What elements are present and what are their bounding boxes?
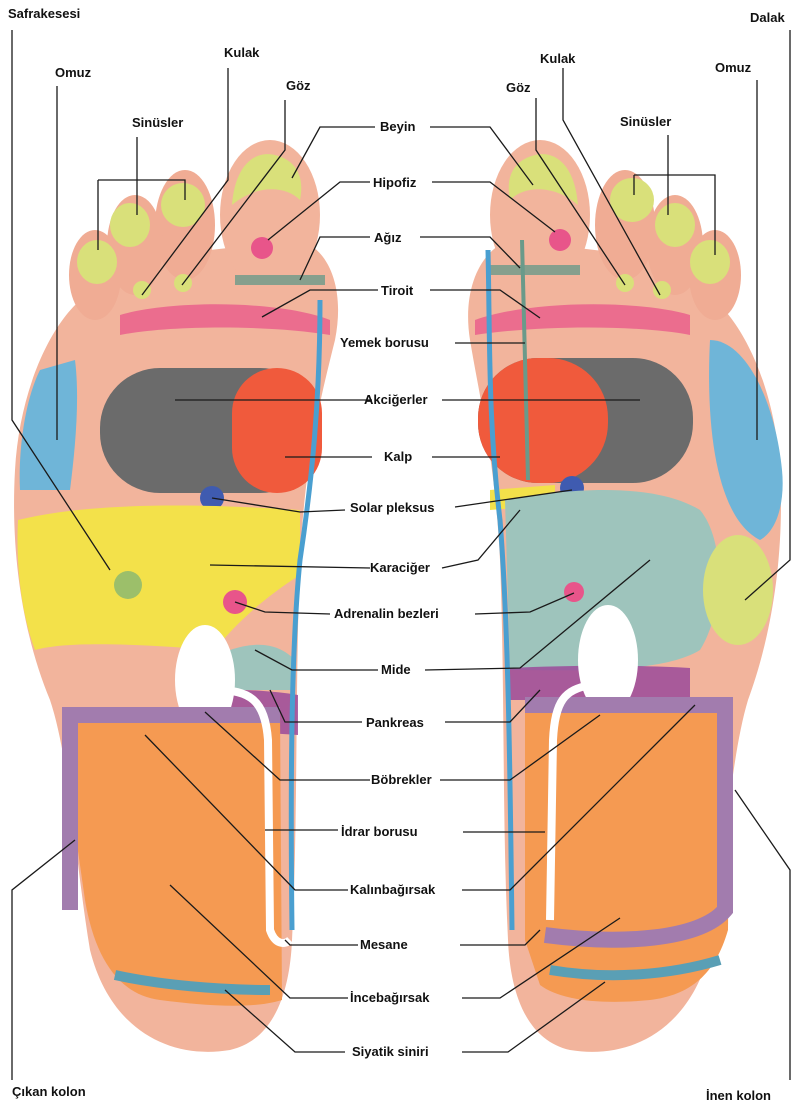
label-mide: Mide: [381, 662, 411, 677]
right-heart-zone: [478, 358, 608, 483]
right-foot: [468, 140, 783, 1052]
left-sinus-tip-3: [77, 240, 117, 284]
left-hipofiz-dot: [251, 237, 273, 259]
label-sinusler-left: Sinüsler: [132, 115, 183, 130]
label-karaciger: Karaciğer: [370, 560, 430, 575]
left-foot: [14, 140, 338, 1052]
left-gallbladder-dot: [114, 571, 142, 599]
left-sinus-tip-2: [110, 203, 150, 247]
label-kalinbagirsak: Kalınbağırsak: [350, 882, 436, 897]
label-idrar-borusu: İdrar borusu: [341, 824, 418, 839]
label-incebagirsak: İncebağırsak: [350, 990, 430, 1005]
right-eye-dot: [653, 281, 671, 299]
label-akcigerler: Akciğerler: [364, 392, 428, 407]
label-inen-kolon: İnen kolon: [706, 1088, 771, 1103]
label-kalp: Kalp: [384, 449, 412, 464]
left-mouth-bar: [235, 275, 325, 285]
right-mouth-bar: [490, 265, 580, 275]
label-bobrekler: Böbrekler: [371, 772, 432, 787]
label-siyatik-siniri: Siyatik siniri: [352, 1044, 429, 1059]
label-goz-left: Göz: [286, 78, 311, 93]
label-yemek-borusu: Yemek borusu: [340, 335, 429, 350]
right-spleen-zone: [703, 535, 773, 645]
label-pankreas: Pankreas: [366, 715, 424, 730]
left-shoulder-zone: [20, 360, 77, 490]
right-ear-dot: [616, 274, 634, 292]
right-sinus-tip-3: [690, 240, 730, 284]
label-agiz: Ağız: [374, 230, 402, 245]
label-cikan-kolon: Çıkan kolon: [12, 1084, 86, 1099]
label-goz-right: Göz: [506, 80, 531, 95]
label-tiroit: Tiroit: [381, 283, 414, 298]
label-hipofiz: Hipofiz: [373, 175, 417, 190]
label-mesane: Mesane: [360, 937, 408, 952]
right-adrenal-dot: [564, 582, 584, 602]
right-hipofiz-dot: [549, 229, 571, 251]
label-sinusler-right: Sinüsler: [620, 114, 671, 129]
label-omuz-left: Omuz: [55, 65, 92, 80]
left-eye-dot: [133, 281, 151, 299]
label-kulak-left: Kulak: [224, 45, 260, 60]
label-omuz-right: Omuz: [715, 60, 752, 75]
label-solar-pleksus: Solar pleksus: [350, 500, 435, 515]
label-safrakesesi: Safrakesesi: [8, 6, 80, 21]
label-adrenalin-bezleri: Adrenalin bezleri: [334, 606, 439, 621]
label-beyin: Beyin: [380, 119, 415, 134]
right-sinus-tip-2: [655, 203, 695, 247]
label-kulak-right: Kulak: [540, 51, 576, 66]
label-dalak: Dalak: [750, 10, 785, 25]
